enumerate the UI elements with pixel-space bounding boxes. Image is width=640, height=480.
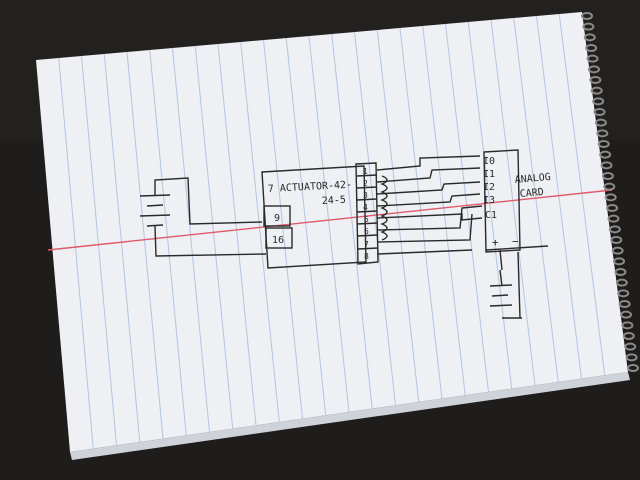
ruled-line — [58, 57, 94, 449]
spiral-ring — [611, 246, 624, 255]
spiral-ring — [593, 108, 606, 116]
spiral-ring — [600, 161, 613, 170]
card-input-label: C1 — [485, 210, 497, 221]
spiral-ring — [581, 12, 593, 20]
ruled-line — [467, 21, 513, 389]
spiral-ring — [627, 364, 639, 372]
terminal-number: 3 — [363, 191, 368, 200]
terminal-block — [355, 162, 379, 265]
ruled-line — [376, 29, 420, 403]
spiral-ring — [608, 225, 621, 234]
relay-pin-9: 9 — [274, 213, 280, 224]
spiral-ring — [624, 342, 637, 351]
spiral-ring — [603, 182, 616, 191]
terminal-number: 7 — [364, 240, 369, 249]
spiral-ring — [589, 76, 602, 84]
spiral-ring — [606, 204, 619, 212]
terminal-number: 8 — [364, 252, 369, 261]
spiral-ring — [583, 33, 596, 42]
spiral-ring — [614, 268, 627, 276]
ruled-line — [399, 27, 443, 399]
spiral-ring — [617, 289, 630, 298]
spiral-ring — [582, 22, 595, 31]
terminal-number: 2 — [363, 179, 368, 188]
spiral-binding — [581, 12, 639, 372]
spiral-ring — [597, 140, 610, 148]
ruled-line — [331, 33, 373, 409]
ruled-line — [354, 31, 396, 406]
ruled-line — [513, 17, 559, 383]
ruled-line — [240, 41, 280, 423]
battery-symbol — [139, 177, 267, 257]
card-input-label: I2 — [483, 182, 495, 193]
card-minus-label: − — [512, 235, 519, 248]
spiral-ring — [622, 332, 635, 340]
card-power-symbol — [489, 251, 522, 319]
relay-label-line2: 24-5 — [322, 195, 347, 207]
relay-box — [261, 165, 367, 269]
ruled-line — [217, 43, 257, 426]
relay-pin-16: 16 — [272, 235, 284, 246]
ruled-line — [172, 47, 210, 433]
analog-card — [483, 149, 549, 271]
card-title-line1: ANALOG — [514, 172, 551, 186]
ruled-line — [149, 49, 187, 436]
spiral-ring — [625, 353, 638, 362]
ruled-line — [126, 51, 164, 439]
ruled-line — [422, 25, 466, 396]
terminal-number: 1 — [363, 167, 368, 176]
spiral-ring — [610, 236, 623, 244]
ruled-line — [308, 35, 350, 413]
terminal-number: 4 — [363, 203, 368, 212]
spiral-ring — [586, 54, 599, 63]
relay-label-line1: 7 ACTUATOR-42- — [268, 180, 353, 195]
spiral-ring — [615, 278, 628, 287]
spiral-ring — [587, 65, 600, 74]
spiral-ring — [599, 150, 612, 159]
spiral-ring — [601, 172, 614, 180]
signal-wires — [376, 155, 483, 255]
terminal-numbers: 1 2 3 4 5 6 7 8 — [363, 167, 369, 261]
ruled-line — [263, 39, 303, 419]
spiral-ring — [590, 86, 603, 95]
spiral-ring — [585, 44, 598, 52]
terminal-number: 5 — [364, 215, 369, 224]
terminal-number: 6 — [364, 227, 369, 236]
spiral-ring — [604, 193, 617, 202]
spiral-ring — [592, 97, 605, 106]
ruled-line — [81, 55, 117, 446]
spiral-ring — [618, 300, 631, 308]
ruled-line — [103, 53, 141, 443]
card-title-line2: CARD — [519, 187, 544, 200]
card-inputs: I0 I1 I2 I3 C1 — [483, 156, 497, 221]
spiral-ring — [620, 310, 633, 319]
ruled-line — [558, 13, 606, 376]
spiral-ring — [594, 118, 607, 127]
spiral-ring — [607, 214, 620, 223]
ruled-line — [194, 45, 234, 429]
ruled-line — [536, 15, 582, 379]
ruled-line — [285, 37, 327, 416]
card-input-label: I0 — [483, 156, 495, 167]
spiral-ring — [621, 321, 634, 330]
ruled-lines — [58, 13, 606, 449]
card-plus-label: + — [492, 236, 499, 249]
wiring-diagram — [139, 149, 549, 319]
spiral-ring — [613, 257, 626, 266]
spiral-ring — [596, 129, 609, 138]
margin-line — [47, 189, 613, 251]
card-input-label: I1 — [483, 169, 495, 180]
ruled-line — [490, 19, 536, 386]
card-input-label: I3 — [483, 195, 495, 206]
